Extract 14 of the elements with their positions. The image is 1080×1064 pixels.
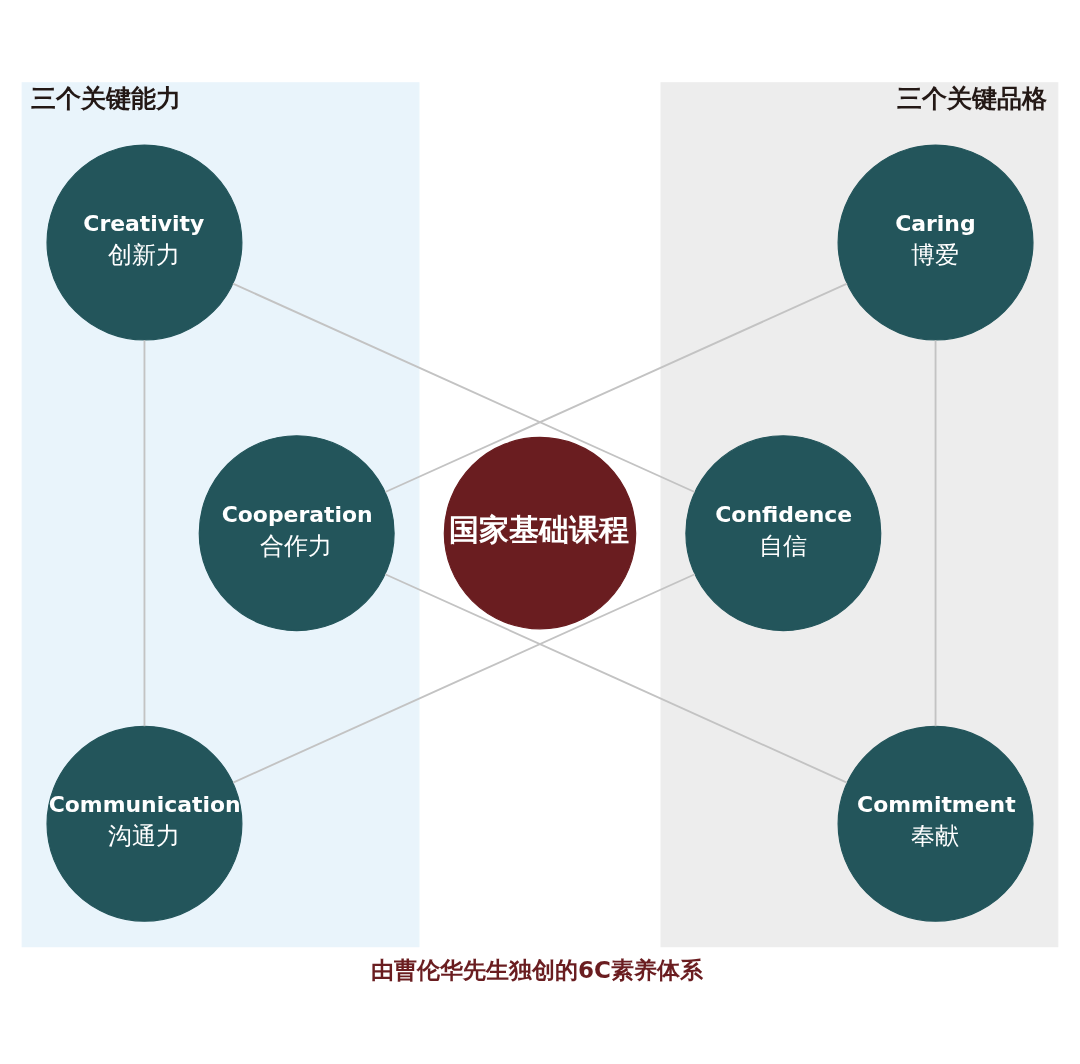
caption: 由曹伦华先生独创的6C素养体系 bbox=[371, 956, 704, 983]
node-circle: Communication 沟通力 bbox=[46, 725, 243, 922]
connector bbox=[143, 339, 146, 728]
node-circle: Creativity 创新力 bbox=[46, 144, 243, 341]
node-circle: Cooperation 合作力 bbox=[198, 435, 395, 632]
connector bbox=[384, 282, 848, 493]
node-circle: Commitment 奉献 bbox=[837, 725, 1034, 922]
connector bbox=[384, 573, 848, 784]
connector bbox=[232, 573, 696, 784]
node-circle: 国家基础课程 bbox=[443, 436, 637, 630]
connector bbox=[232, 282, 696, 493]
connector bbox=[934, 339, 937, 728]
node-circle: Caring 博爱 bbox=[837, 144, 1034, 341]
node-circle: Confidence 自信 bbox=[685, 435, 882, 632]
